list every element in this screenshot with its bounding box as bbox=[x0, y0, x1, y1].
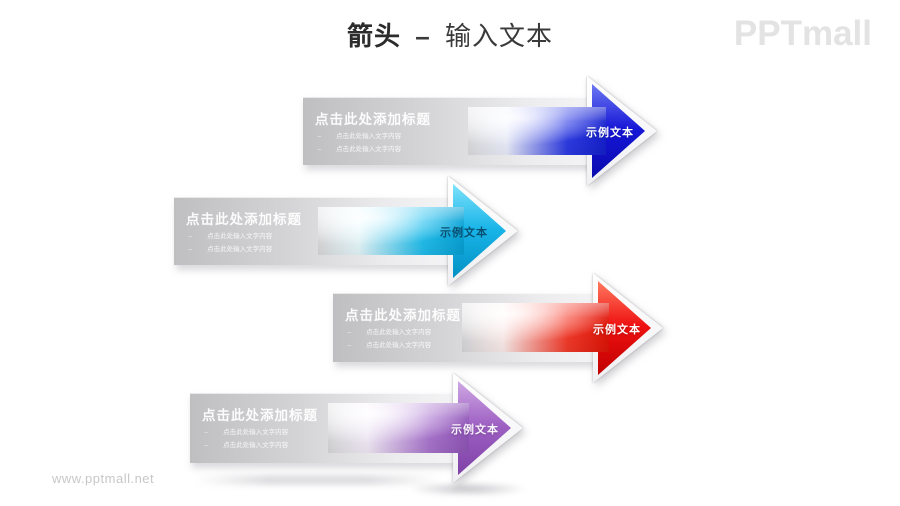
arrow-body bbox=[468, 107, 606, 155]
bullet-marker: – bbox=[188, 232, 193, 240]
bullet-marker: – bbox=[317, 145, 322, 153]
bullet-text: 点击此处输入文字内容 bbox=[223, 428, 289, 436]
arrow-label: 示例文本 bbox=[440, 227, 488, 239]
pptmall-logo: PPTmall bbox=[733, 14, 872, 53]
bullet-text: 点击此处输入文字内容 bbox=[207, 245, 273, 253]
bullet-marker: – bbox=[204, 441, 209, 449]
bullet-item: – 点击此处输入文字内容 bbox=[315, 143, 501, 156]
arrow-label: 示例文本 bbox=[593, 324, 641, 336]
title-rest: 输入文本 bbox=[444, 21, 553, 51]
bullet-item: – 点击此处输入文字内容 bbox=[345, 326, 531, 339]
arrow-body bbox=[328, 403, 469, 453]
banner-text-block: 点击此处添加标题 – 点击此处输入文字内容 – 点击此处输入文字内容 bbox=[202, 404, 318, 449]
banner-text-block: 点击此处添加标题 – 点击此处输入文字内容 – 点击此处输入文字内容 bbox=[186, 208, 302, 253]
banner-title: 点击此处添加标题 bbox=[345, 308, 461, 323]
arrow-head bbox=[587, 76, 657, 186]
bullet-marker: – bbox=[317, 132, 322, 140]
bullet-item: – 点击此处输入文字内容 bbox=[186, 230, 372, 243]
bullet-list: – 点击此处输入文字内容 – 点击此处输入文字内容 bbox=[345, 326, 531, 352]
floor-reflection bbox=[408, 481, 528, 497]
slide-title: 箭头 – 输入文本 bbox=[0, 16, 900, 53]
bullet-item: – 点击此处输入文字内容 bbox=[186, 243, 372, 256]
arrow-banner-red: 示例文本 点击此处添加标题 – 点击此处输入文字内容 – 点击此处输入文字内容 bbox=[333, 273, 663, 383]
banner-title: 点击此处添加标题 bbox=[186, 212, 302, 227]
bullet-item: – 点击此处输入文字内容 bbox=[202, 426, 388, 439]
bullet-marker: – bbox=[204, 428, 209, 436]
arrow-body bbox=[462, 303, 609, 352]
bullet-list: – 点击此处输入文字内容 – 点击此处输入文字内容 bbox=[202, 426, 388, 452]
title-emphasis: 箭头 bbox=[347, 21, 402, 51]
banner-text-block: 点击此处添加标题 – 点击此处输入文字内容 – 点击此处输入文字内容 bbox=[345, 304, 461, 349]
bullet-text: 点击此处输入文字内容 bbox=[223, 441, 289, 449]
banner-title: 点击此处添加标题 bbox=[315, 112, 431, 127]
bullet-marker: – bbox=[188, 245, 193, 253]
watermark: www.pptmall.net bbox=[52, 471, 155, 486]
floor-reflection bbox=[195, 475, 440, 485]
bullet-item: – 点击此处输入文字内容 bbox=[345, 339, 531, 352]
bullet-marker: – bbox=[347, 328, 352, 336]
title-separator: – bbox=[415, 21, 431, 51]
arrow-banner-blue: 示例文本 点击此处添加标题 – 点击此处输入文字内容 – 点击此处输入文字内容 bbox=[303, 76, 657, 186]
arrow-head bbox=[453, 373, 523, 483]
banner-text-block: 点击此处添加标题 – 点击此处输入文字内容 – 点击此处输入文字内容 bbox=[315, 108, 431, 153]
bullet-list: – 点击此处输入文字内容 – 点击此处输入文字内容 bbox=[186, 230, 372, 256]
bullet-text: 点击此处输入文字内容 bbox=[366, 328, 432, 336]
bullet-marker: – bbox=[347, 341, 352, 349]
bullet-text: 点击此处输入文字内容 bbox=[207, 232, 273, 240]
arrow-label: 示例文本 bbox=[451, 424, 499, 436]
arrow-body bbox=[318, 207, 464, 255]
arrow-label: 示例文本 bbox=[586, 127, 634, 139]
bullet-text: 点击此处输入文字内容 bbox=[366, 341, 432, 349]
bullet-item: – 点击此处输入文字内容 bbox=[315, 130, 501, 143]
banner-title: 点击此处添加标题 bbox=[202, 408, 318, 423]
bullet-text: 点击此处输入文字内容 bbox=[336, 145, 402, 153]
bullet-text: 点击此处输入文字内容 bbox=[336, 132, 402, 140]
bullet-item: – 点击此处输入文字内容 bbox=[202, 439, 388, 452]
arrow-banner-purple: 示例文本 点击此处添加标题 – 点击此处输入文字内容 – 点击此处输入文字内容 bbox=[190, 373, 523, 483]
bullet-list: – 点击此处输入文字内容 – 点击此处输入文字内容 bbox=[315, 130, 501, 156]
arrow-banner-cyan: 示例文本 点击此处添加标题 – 点击此处输入文字内容 – 点击此处输入文字内容 bbox=[174, 176, 518, 286]
